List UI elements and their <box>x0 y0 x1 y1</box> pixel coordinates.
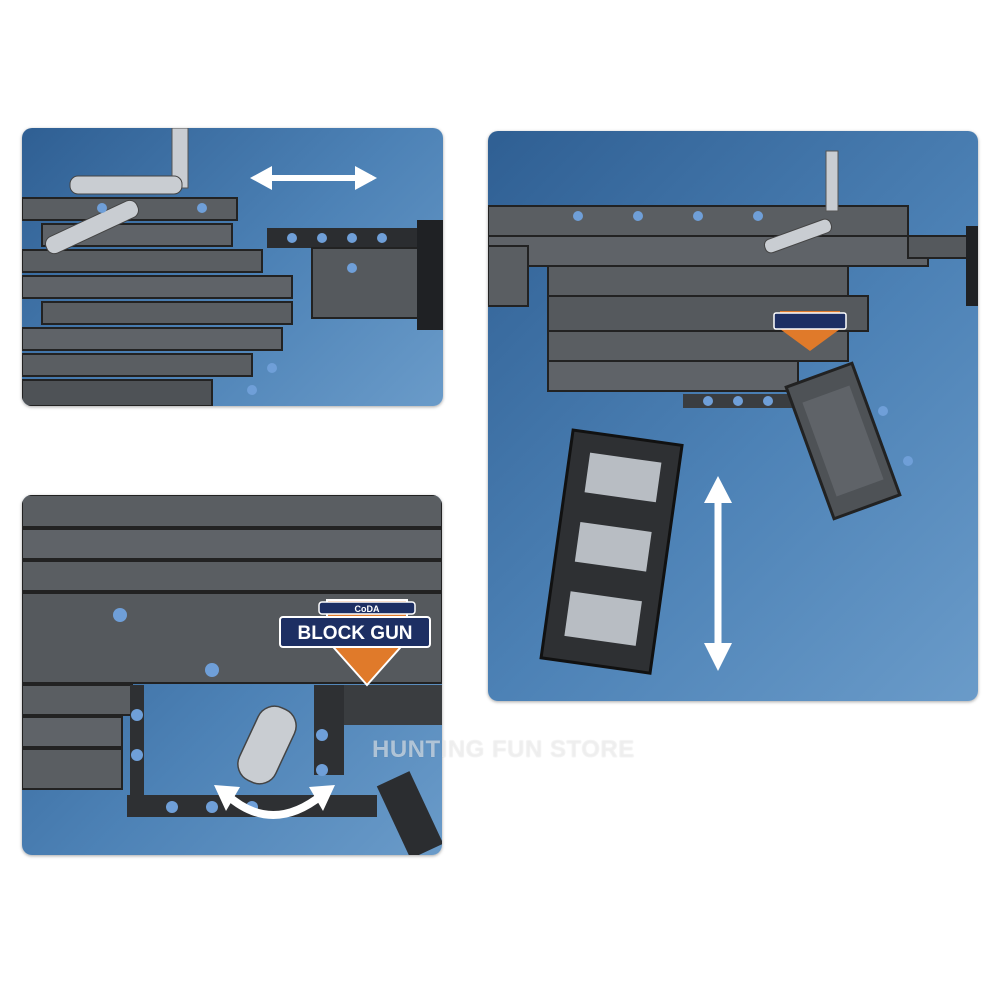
trigger-detail-illustration: CoDA BLOCK GUN <box>22 495 442 855</box>
block-gun-logo: CoDA BLOCK GUN <box>279 599 431 687</box>
badge-main-text: BLOCK GUN <box>297 623 412 644</box>
gun-overview-panel <box>488 131 978 701</box>
curved-double-arrow-icon <box>214 785 335 819</box>
trigger-detail-panel: CoDA BLOCK GUN <box>22 495 442 855</box>
slide-detail-illustration <box>22 128 443 406</box>
horizontal-double-arrow-icon <box>250 166 377 190</box>
vertical-double-arrow-icon <box>704 476 732 671</box>
badge-top-text: CoDA <box>355 604 380 614</box>
block-gun-logo-small <box>773 311 847 351</box>
slide-detail-panel <box>22 128 443 406</box>
store-watermark: HUNTING FUN STORE <box>372 736 635 763</box>
gun-overview-illustration <box>488 150 978 675</box>
